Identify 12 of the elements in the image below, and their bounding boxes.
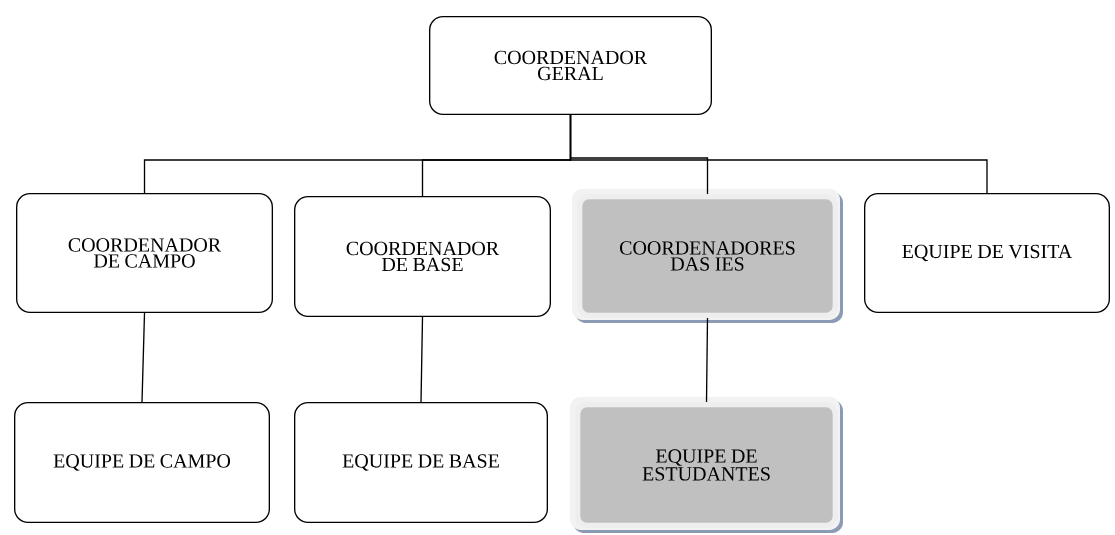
org-box: EQUIPE DE VISITA — [864, 193, 1110, 313]
org-box: EQUIPE DE CAMPO — [14, 402, 270, 523]
org-box: EQUIPE DE ESTUDANTES — [570, 397, 843, 533]
org-box: COORDENADOR GERAL — [429, 16, 712, 115]
connector-line — [141, 312, 146, 403]
connector-line — [705, 317, 709, 403]
org-box: COORDENADORES DAS IES — [572, 189, 843, 323]
connector-line — [420, 316, 424, 403]
org-box: COORDENADOR DE CAMPO — [16, 193, 273, 313]
org-box: EQUIPE DE BASE — [294, 402, 548, 523]
org-box: COORDENADOR DE BASE — [294, 196, 551, 317]
connector-line — [569, 114, 988, 194]
